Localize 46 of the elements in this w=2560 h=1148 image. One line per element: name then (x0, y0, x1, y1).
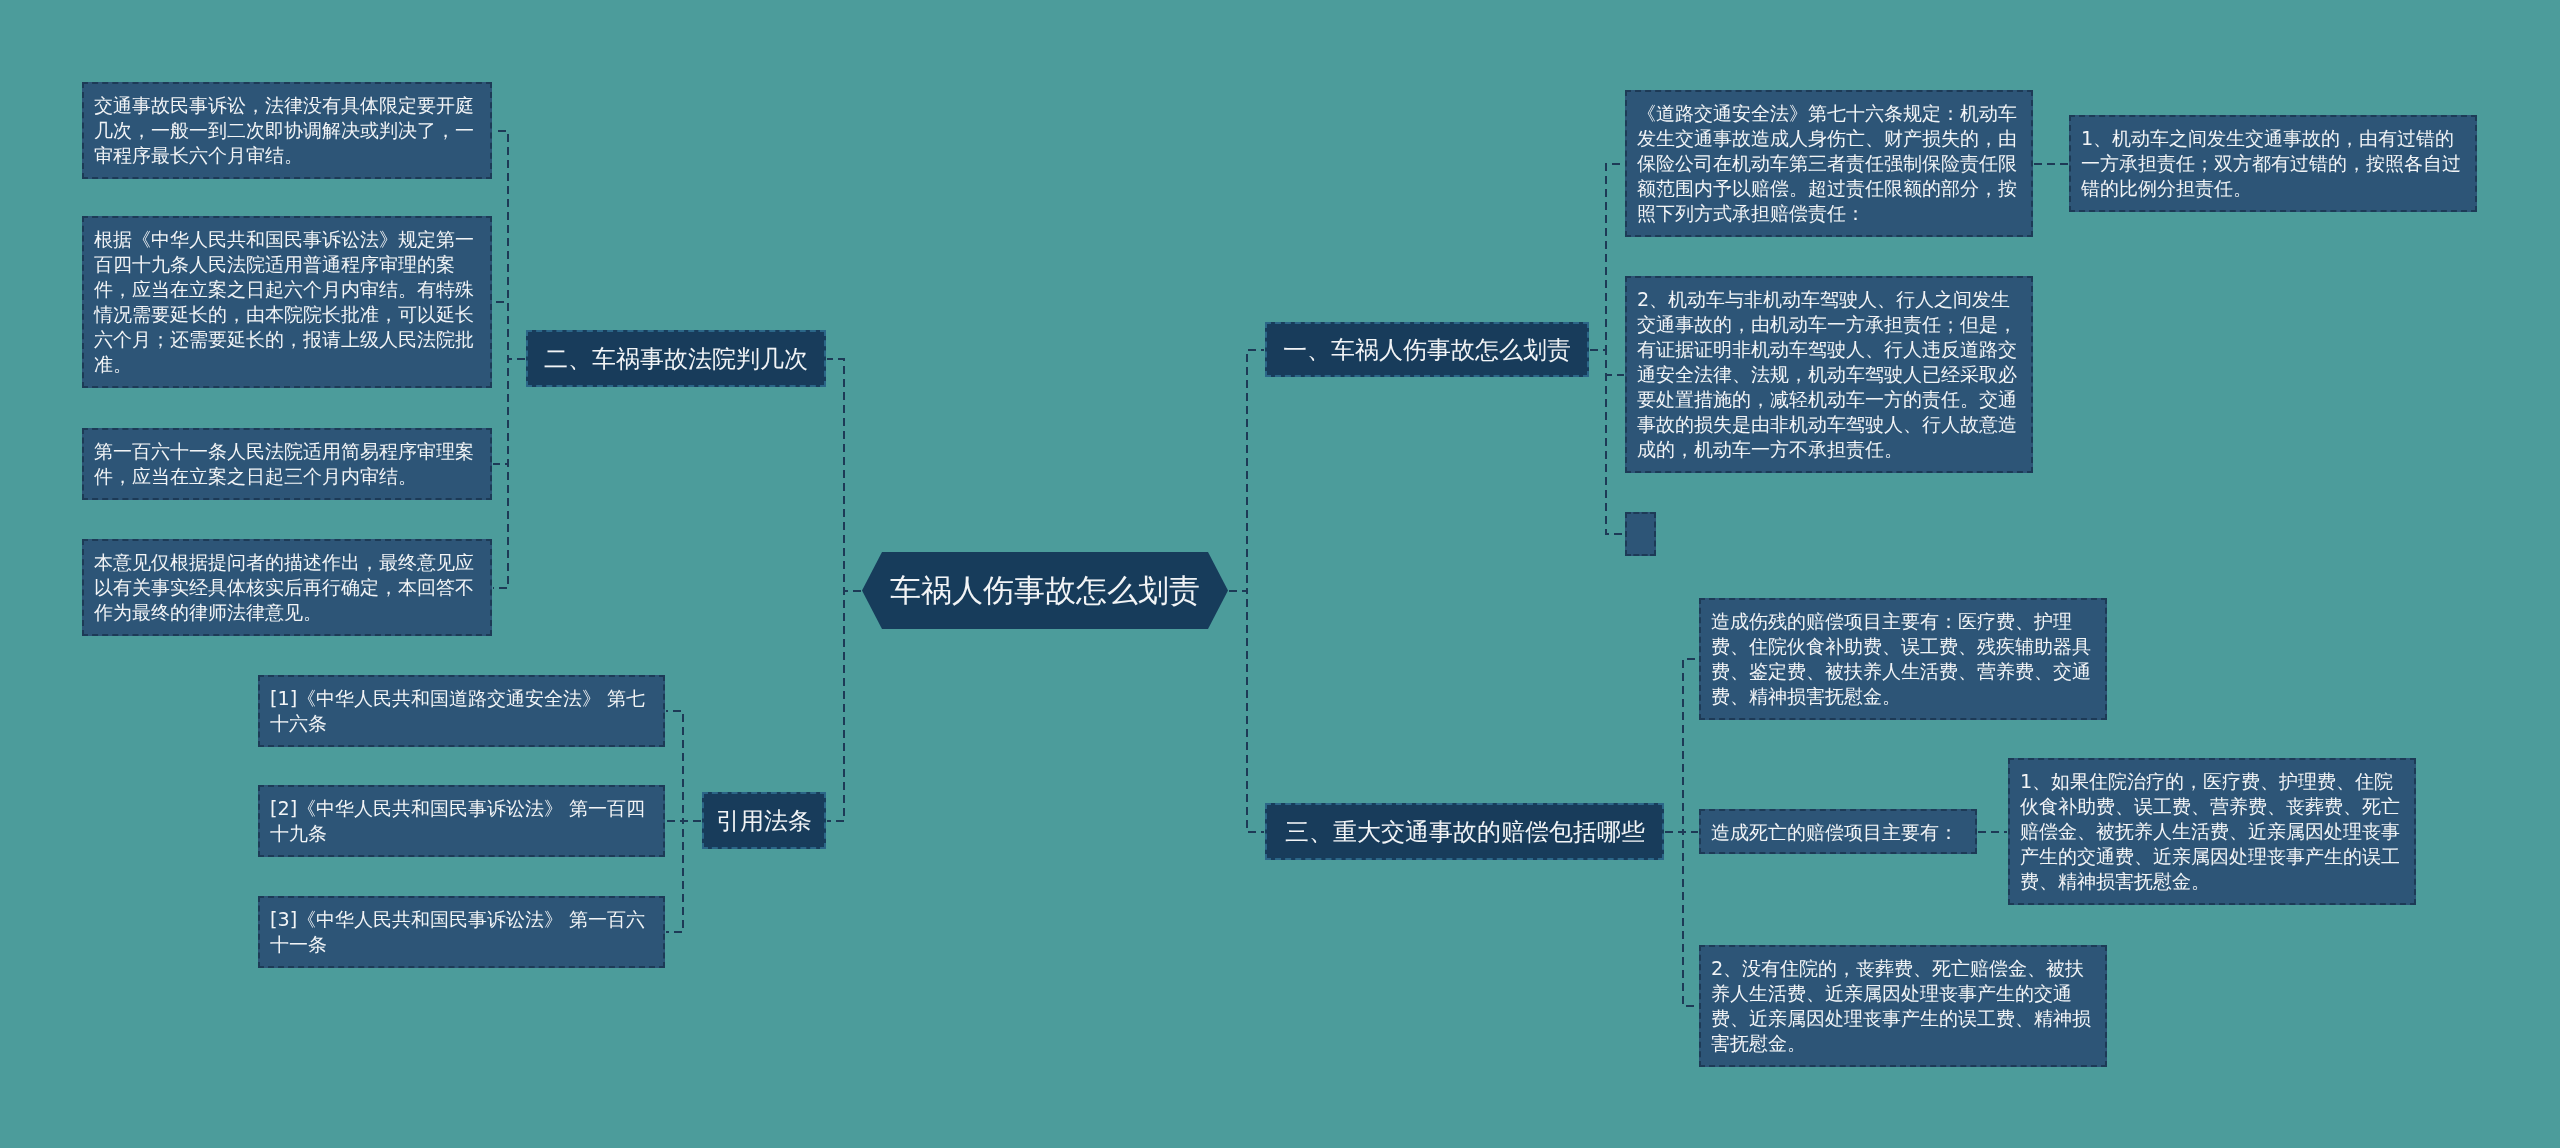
branch-topic-text: 三、重大交通事故的赔偿包括哪些 (1284, 816, 1645, 848)
branch-topic-text: 二、车祸事故法院判几次 (544, 343, 808, 375)
branch-topic-text: 引用法条 (716, 805, 812, 837)
note-card (82, 539, 492, 636)
branch-topic-box (1265, 322, 1589, 377)
branch-topic-box (1265, 803, 1664, 860)
central-topic (862, 552, 1228, 629)
note-card (82, 216, 492, 388)
note-text: 交通事故民事诉讼，法律没有具体限定要开庭几次，一般一到二次即协调解决或判决了，一审程序最长六个月审结。 (94, 93, 475, 168)
branch-topic-box (526, 330, 826, 387)
note-text: 2、没有住院的，丧葬费、死亡赔偿金、被扶养人生活费、近亲属因处理丧事产生的交通费、近亲属因处理丧事产生的误工费、精神损害抚慰金。 (1711, 956, 2092, 1056)
note-card (1625, 90, 2033, 237)
connector-line (1977, 831, 2008, 833)
connector-line (492, 358, 526, 589)
note-text: [1]《中华人民共和国道路交通安全法》 第七十六条 (270, 686, 647, 736)
note-card (82, 428, 492, 500)
note-card (258, 785, 665, 857)
note-text: [3]《中华人民共和国民事诉讼法》 第一百六十一条 (270, 907, 647, 957)
branch-topic-box (702, 792, 826, 849)
connector-line (2033, 163, 2069, 165)
connector-line (665, 820, 702, 933)
connector-line (826, 590, 862, 822)
note-text: 2、机动车与非机动车驾驶人、行人之间发生交通事故的，由机动车一方承担责任；但是，有证据证明非机动车驾驶人、行人违反道路交通安全法律、法规，机动车驾驶人已经采取必要处置措施的，减轻机动车一方的责任。交通事故的损失是由非机动车驾驶人、行人故意造成的，机动车一方不承担责任。 (1637, 287, 2018, 462)
note-card (258, 675, 665, 747)
empty-box (1625, 512, 1656, 556)
branch-topic-text: 一、车祸人伤事故怎么划责 (1283, 334, 1571, 366)
note-card (1625, 276, 2033, 473)
connector-line (1589, 349, 1625, 535)
note-text: 1、机动车之间发生交通事故的，由有过错的一方承担责任；双方都有过错的，按照各自过错的比例分担责任。 (2081, 126, 2462, 201)
note-text: 1、如果住院治疗的，医疗费、护理费、住院伙食补助费、误工费、营养费、丧葬费、死亡赔偿金、被抚养人生活费、近亲属因处理丧事产生的交通费、近亲属因处理丧事产生的误工费、精神损害抚慰金。 (2020, 769, 2401, 894)
note-card (2008, 758, 2416, 905)
note-text: 《道路交通安全法》第七十六条规定：机动车发生交通事故造成人身伤亡、财产损失的，由保险公司在机动车第三者责任强制保险责任限额范围内予以赔偿。超过责任限额的部分，按照下列方式承担赔偿责任： (1637, 101, 2018, 226)
note-text: 本意见仅根据提问者的描述作出，最终意见应以有关事实经具体核实后再行确定，本回答不作为最终的律师法律意见。 (94, 550, 475, 625)
central-topic-text: 车祸人伤事故怎么划责 (890, 570, 1200, 610)
note-text: 造成伤残的赔偿项目主要有：医疗费、护理费、住院伙食补助费、误工费、残疾辅助器具费、鉴定费、被扶养人生活费、营养费、交通费、精神损害抚慰金。 (1711, 609, 2092, 709)
note-card (82, 82, 492, 179)
note-card (1699, 809, 1977, 854)
note-text: 第一百六十一条人民法院适用简易程序审理案件，应当在立案之日起三个月内审结。 (94, 439, 475, 489)
note-text: 造成死亡的赔偿项目主要有： (1711, 820, 1959, 845)
connector-line (1228, 590, 1265, 833)
note-text: 根据《中华人民共和国民事诉讼法》规定第一百四十九条人民法院适用普通程序审理的案件，应当在立案之日起六个月内审结。有特殊情况需要延长的，由本院院长批准，可以延长六个月；还需要延长的，报请上级人民法院批准。 (94, 227, 475, 377)
note-card (1699, 598, 2107, 720)
note-card (258, 896, 665, 968)
note-card (1699, 945, 2107, 1067)
note-text: [2]《中华人民共和国民事诉讼法》 第一百四十九条 (270, 796, 647, 846)
note-card (2069, 115, 2477, 212)
